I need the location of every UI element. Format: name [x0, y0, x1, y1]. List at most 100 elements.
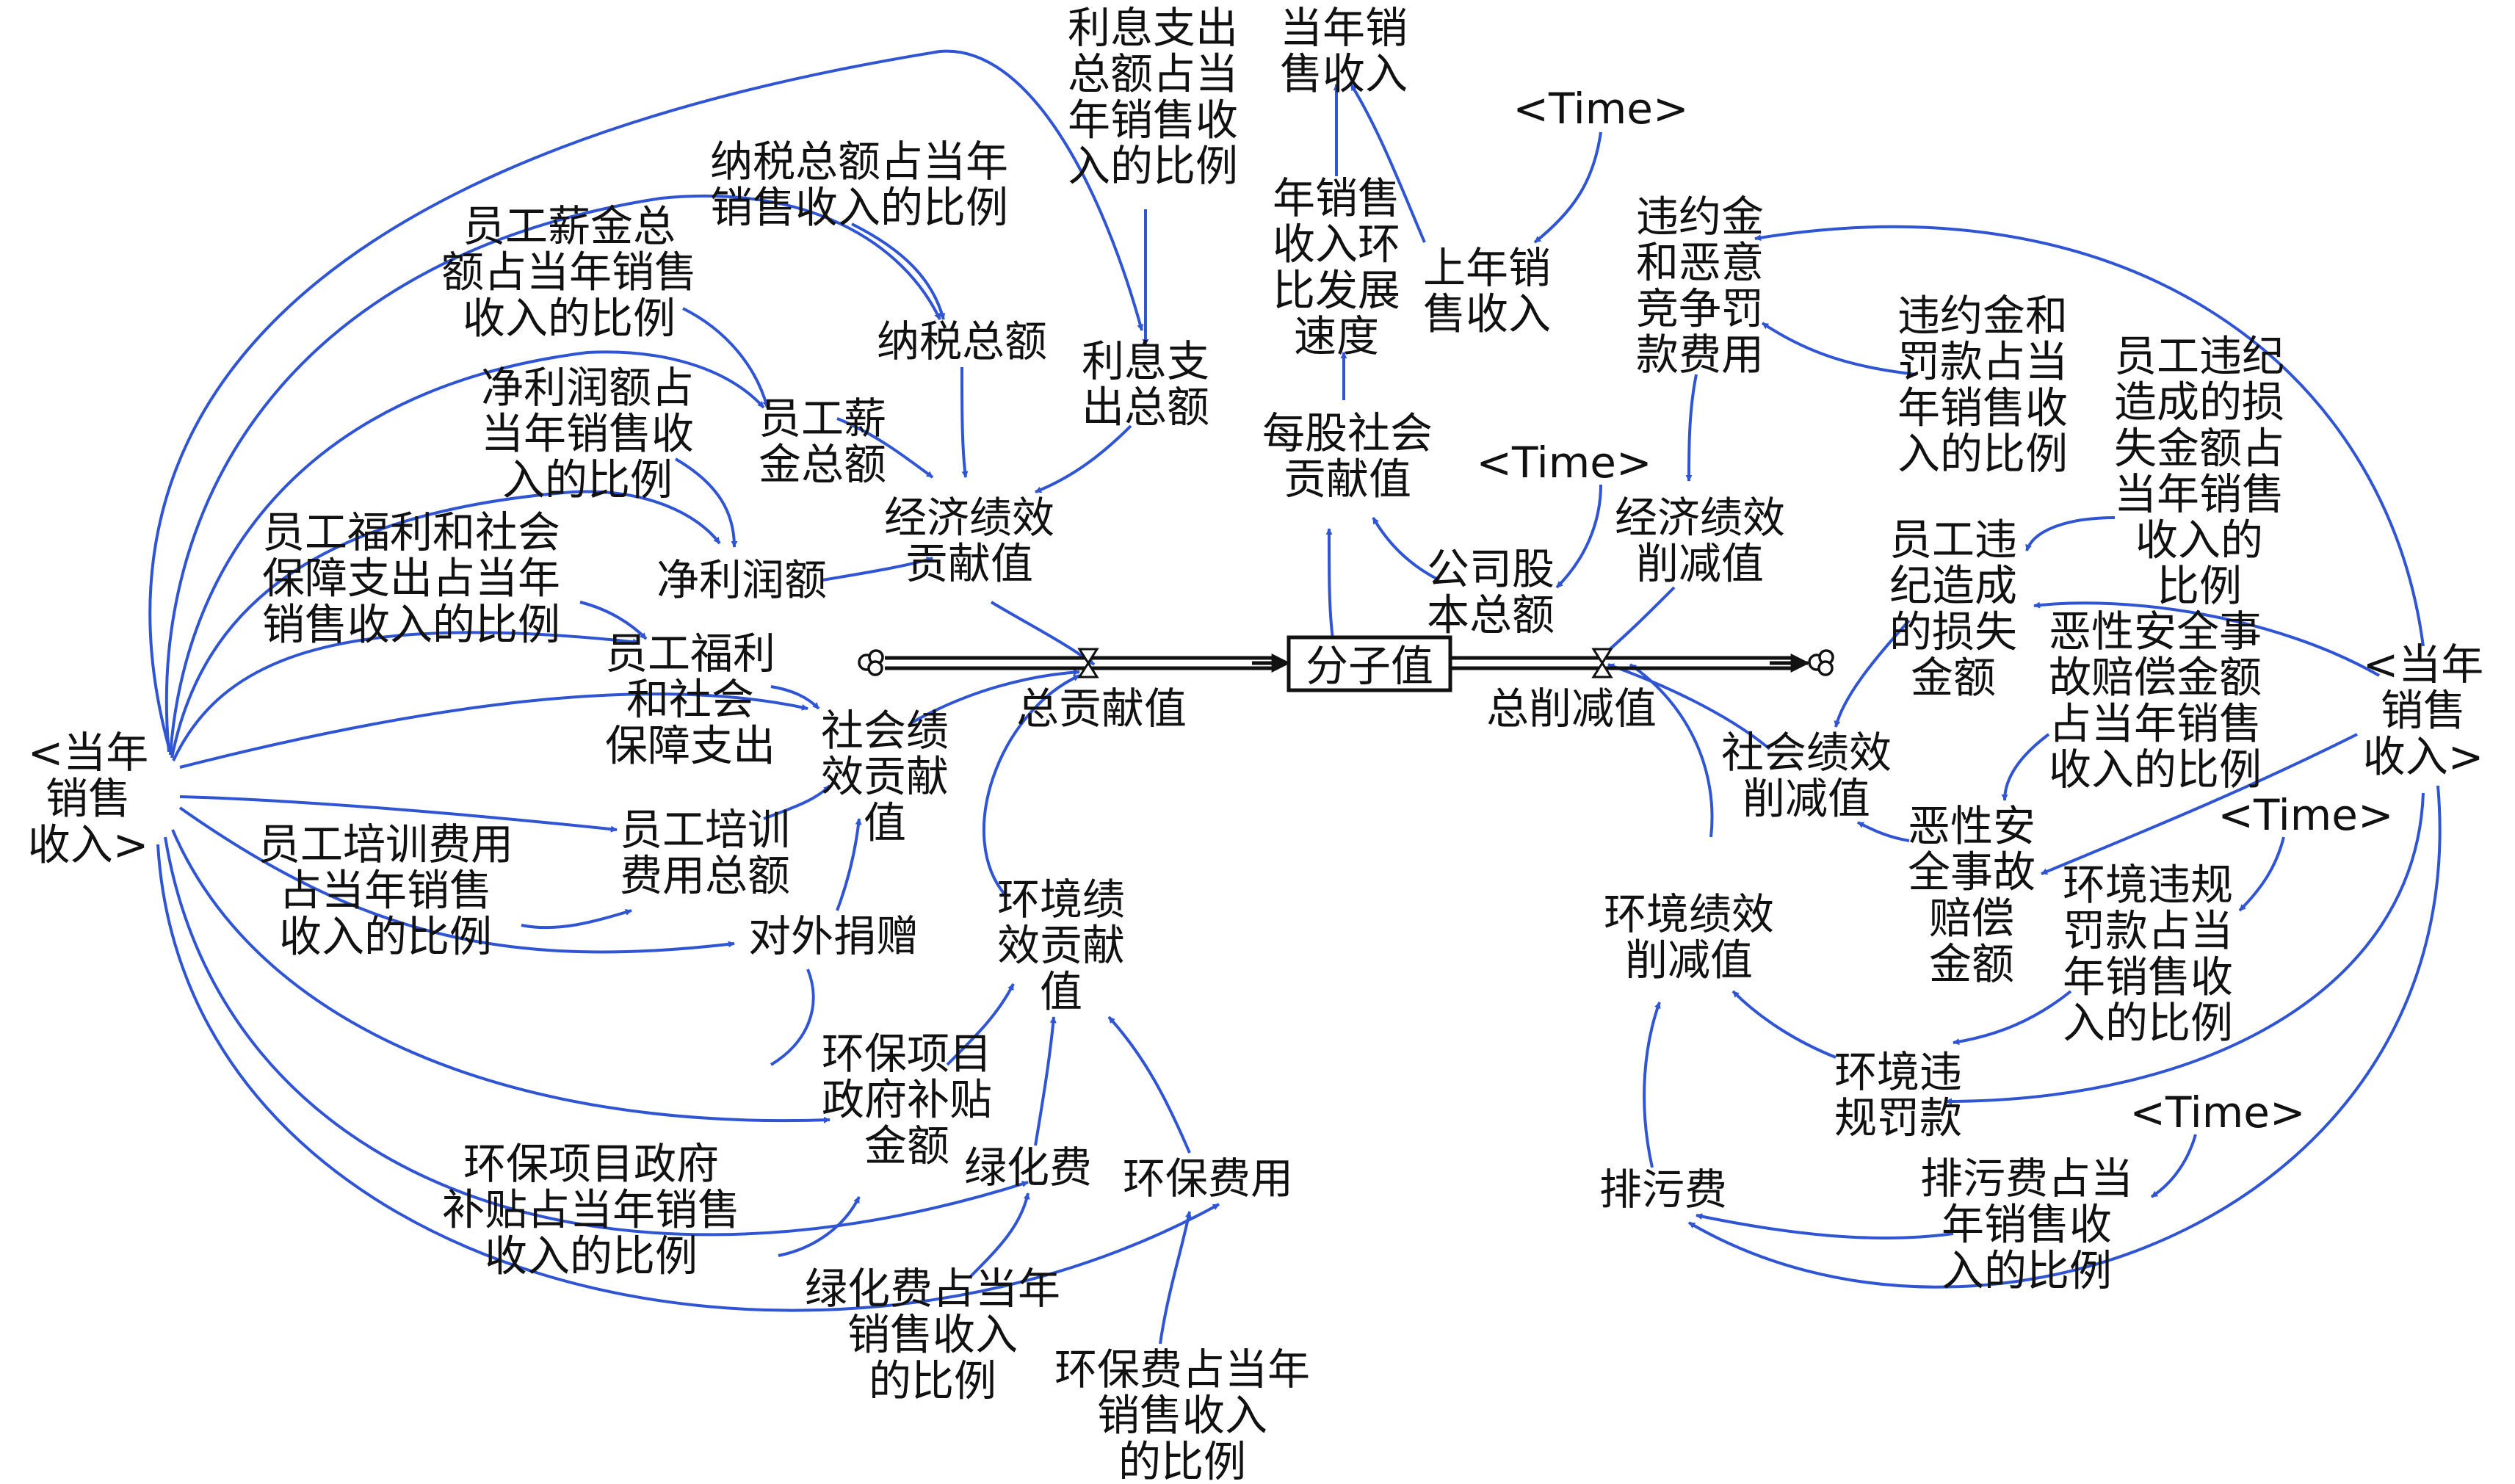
node-interest-ratio: 利息支出总额占当年销售收入的比例 — [1068, 3, 1238, 191]
link-sales-to-subsidy — [171, 829, 831, 1123]
node-social-reduction: 社会绩效削减值 — [1721, 728, 1892, 824]
link-sales-right-to-sewage — [1687, 785, 2442, 1289]
node-economic-reduction: 经济绩效削减值 — [1615, 493, 1785, 589]
link-env-reduction-to-total — [1629, 663, 1714, 838]
link-env-to-total — [982, 674, 1080, 897]
stock-flow-structure — [858, 635, 1834, 692]
link-sales-right-to-env-fine — [1945, 792, 2425, 1105]
node-economic-contribution: 经济绩效贡献值 — [884, 493, 1054, 589]
link-sales-right-to-accident — [2041, 733, 2358, 875]
node-subsidy-ratio: 环保项目政府补贴占当年销售收入的比例 — [442, 1139, 740, 1281]
node-env-contribution: 环境绩效贡献值 — [997, 875, 1125, 1016]
node-sewage-ratio: 排污费占当年销售收入的比例 — [1920, 1154, 2133, 1295]
node-time-right-upper: <Time> — [2218, 790, 2393, 840]
node-env-fine-ratio: 环境违规罚款占当年销售收入的比例 — [2063, 860, 2233, 1048]
node-salary-total: 员工薪金总额 — [759, 394, 886, 490]
link-time-to-last-year — [1533, 131, 1602, 244]
node-sales-left: <当年销售收入> — [28, 728, 149, 869]
link-tax-to-econ — [960, 366, 969, 478]
node-salary-ratio: 员工薪金总额占当年销售收入的比例 — [441, 201, 697, 343]
outflow-valve-icon — [1591, 648, 1613, 678]
node-sales-current: 当年销售收入 — [1280, 3, 1408, 99]
node-growth-rate: 年销售收入环比发展速度 — [1273, 173, 1400, 361]
link-penalty-to-econ-reduction — [1685, 374, 1698, 482]
link-training-ratio-to-training — [521, 909, 632, 930]
link-salary-to-econ — [836, 417, 934, 479]
node-violation-loss: 员工违纪造成的损失金额 — [1889, 515, 2017, 703]
source-cloud-icon — [858, 649, 884, 676]
link-penalty-ratio-to-penalty — [1761, 322, 1917, 376]
node-donation: 对外捐赠 — [748, 911, 919, 961]
link-last-year-to-sales-current — [1350, 83, 1426, 243]
node-sales-last-year: 上年销售收入 — [1423, 243, 1551, 339]
node-penalty: 违约金和恶意竞争罚款费用 — [1636, 192, 1764, 380]
causal-links — [148, 49, 2442, 1344]
link-net-ratio-to-net — [674, 457, 738, 548]
node-accident-ratio: 恶性安全事故赔偿金额占当年销售收入的比例 — [2049, 607, 2262, 795]
flow-label-outflow: 总削减值 — [1486, 684, 1657, 734]
link-envcost-to-env — [1107, 1016, 1191, 1154]
link-subsidy-ratio-to-subsidy — [778, 1196, 861, 1257]
link-sales-to-salary — [169, 350, 765, 756]
link-sales-right-to-penalty — [1754, 225, 2425, 647]
node-welfare: 员工福利和社会保障支出 — [605, 629, 775, 770]
node-accident-comp: 恶性安全事故赔偿金额 — [1908, 801, 2035, 989]
link-envcost-ratio-to-envcost — [1159, 1211, 1192, 1344]
link-stock-to-per-share — [1325, 528, 1334, 640]
link-sales-to-greening — [164, 836, 1029, 1237]
link-social-reduction-to-total — [1607, 663, 1771, 750]
node-env-cost: 环保费用 — [1123, 1154, 1293, 1204]
link-time-to-econ-reduction — [1555, 484, 1602, 589]
link-violation-ratio-to-loss — [2025, 516, 2116, 551]
link-welfare-to-social — [770, 685, 820, 710]
link-sales-to-social-upper — [179, 692, 808, 769]
link-greening-to-env — [1034, 1016, 1057, 1146]
node-greening-ratio: 绿化费占当年销售收入的比例 — [805, 1264, 1060, 1405]
flow-label-inflow: 总贡献值 — [1016, 684, 1187, 734]
node-per-share: 每股社会贡献值 — [1262, 408, 1433, 504]
node-tax-total: 纳税总额 — [877, 316, 1047, 366]
link-econ-reduction-to-total — [1599, 586, 1676, 659]
node-net-profit-ratio: 净利润额占当年销售收入的比例 — [481, 363, 694, 504]
link-net-to-econ — [822, 557, 933, 582]
link-sales-to-env-cost — [156, 844, 1220, 1312]
link-sewage-to-env-reduction — [1643, 1002, 1661, 1168]
link-sales-to-training — [179, 795, 618, 833]
link-time-to-env-fine-ratio — [2238, 836, 2285, 912]
link-sales-to-donation — [178, 806, 735, 954]
link-comp-to-social-reduction — [1857, 821, 1910, 842]
inflow-valve-icon — [1077, 648, 1099, 678]
node-env-cost-ratio: 环保费占当年销售收入的比例 — [1054, 1344, 1310, 1484]
link-sales-right-to-violation-loss — [2033, 601, 2380, 677]
stock-box — [1287, 635, 1452, 692]
node-greening: 绿化费 — [964, 1143, 1092, 1192]
link-donation-to-social — [836, 818, 862, 911]
node-sales-right: <当年销售收入> — [2363, 640, 2484, 781]
link-greening-ratio-to-greening — [968, 1192, 1030, 1279]
link-accident-ratio-to-comp — [2001, 733, 2050, 801]
node-interest-total: 利息支出总额 — [1082, 336, 1209, 432]
link-welfare-ratio-to-welfare — [579, 601, 648, 640]
node-welfare-ratio: 员工福利和社会保障支出占当年销售收入的比例 — [262, 507, 560, 649]
node-violation-loss-ratio: 员工违纪造成的损失金额占当年销售收入的比例 — [2114, 331, 2284, 611]
link-sales-to-welfare — [172, 631, 640, 761]
link-loss-to-social-reduction — [1834, 619, 1911, 728]
node-net-profit: 净利润额 — [656, 555, 827, 605]
link-training-to-social — [763, 784, 831, 820]
node-env-reduction: 环境绩效削减值 — [1604, 889, 1774, 985]
node-training-total: 员工培训费用总额 — [620, 805, 790, 901]
link-interest-to-econ — [1035, 424, 1132, 493]
link-share-capital-to-per-share — [1372, 517, 1440, 582]
node-tax-ratio: 纳税总额占当年销售收入的比例 — [710, 137, 1008, 233]
link-social-to-total — [910, 669, 1080, 725]
labels: 分子值 总贡献值 总削减值 <当年销售收入> <当年销售收入> 当年销售收入 <… — [28, 3, 2484, 1484]
link-econ-to-total — [990, 601, 1096, 666]
link-salary-ratio-to-salary — [682, 307, 770, 408]
stock-label: 分子值 — [1306, 641, 1433, 691]
node-share-capital: 公司股本总额 — [1427, 544, 1555, 640]
link-tax-ratio-to-tax — [851, 222, 946, 320]
link-sales-to-salary-total — [148, 49, 1144, 748]
node-env-fine: 环境违规罚款 — [1834, 1047, 1962, 1143]
link-sales-to-tax-total — [164, 194, 941, 753]
